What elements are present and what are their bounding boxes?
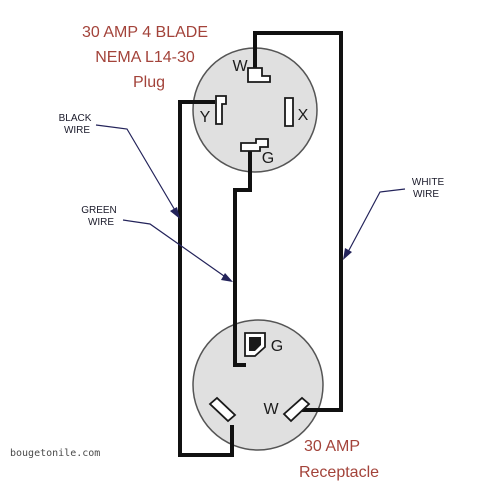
receptacle-title-line2: Receptacle: [299, 464, 379, 481]
plug-blade-x: [284, 97, 294, 127]
receptacle-title-line1: 30 AMP: [304, 438, 360, 455]
green-wire-callout: GREEN WIRE: [81, 205, 233, 282]
black-wire-label-line1: BLACK: [59, 113, 92, 124]
white-wire: [253, 31, 343, 412]
receptacle-blade-g: [244, 332, 266, 357]
white-wire-leader: [347, 188, 406, 253]
black-wire-leader: [95, 124, 177, 213]
black-wire: [178, 100, 234, 457]
black-wire-label-line2: WIRE: [64, 125, 90, 136]
white-wire-callout: WHITE WIRE: [343, 177, 444, 260]
receptacle-blade-w: [282, 396, 311, 423]
white-wire-arrowhead: [343, 248, 352, 260]
plug-blade-w: [247, 67, 271, 83]
green-wire-label-line2: WIRE: [88, 217, 114, 228]
plug-letter-y: Y: [200, 109, 211, 126]
plug-blade-g: [240, 138, 269, 152]
black-wire-callout: BLACK WIRE: [59, 113, 180, 219]
plug-blade-y: [215, 95, 227, 125]
white-wire-label-line1: WHITE: [412, 177, 445, 188]
green-wire-arrowhead: [221, 273, 233, 282]
green-wire: [233, 148, 252, 367]
receptacle-letter-g: G: [271, 338, 283, 355]
plug-letter-w: W: [232, 58, 248, 75]
receptacle-letter-w: W: [263, 401, 279, 418]
plug-letter-g: G: [262, 150, 274, 167]
plug-title-line3: Plug: [133, 74, 165, 91]
watermark-text: bougetonile.com: [10, 448, 100, 459]
green-wire-leader: [122, 219, 225, 277]
plug-title-line1: 30 AMP 4 BLADE: [82, 24, 208, 41]
receptacle-blade-black: [208, 396, 237, 423]
plug-title-line2: NEMA L14-30: [95, 49, 195, 66]
white-wire-label-line2: WIRE: [413, 189, 439, 200]
plug-letter-x: X: [298, 107, 309, 124]
black-wire-arrowhead: [170, 207, 180, 219]
green-wire-label-line1: GREEN: [81, 205, 117, 216]
